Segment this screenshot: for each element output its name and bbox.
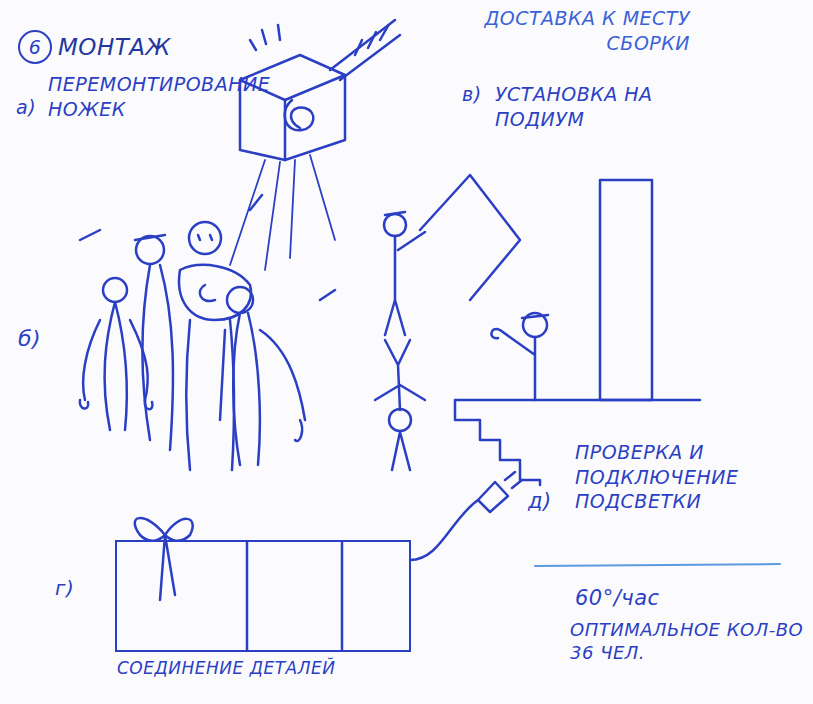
crew-note: ОПТИМАЛЬНОЕ КОЛ-ВО 36 ЧЕЛ. [570,618,808,665]
step-label: УСТАНОВКА НА ПОДИУМ [495,82,695,131]
podium-workers [375,175,548,470]
box-dividers [117,542,409,650]
carrier-hand [330,20,400,80]
section-number: 6 [18,30,52,64]
ribbon-bow [135,518,193,600]
step-letter: д) [528,488,552,515]
step-label: ПРОВЕРКА И ПОДКЛЮЧЕНИЕ ПОДСВЕТКИ [575,440,750,514]
step-label: ДОСТАВКА К МЕСТУ СБОРКИ [440,6,690,55]
box-caption: СОЕДИНЕНИЕ ДЕТАЛЕЙ [117,658,417,678]
step-letter: б) [18,325,41,354]
workers-group [80,195,335,470]
assembly-box: СОЕДИНЕНИЕ ДЕТАЛЕЙ [115,540,411,652]
podium-steps [455,180,700,485]
step-letter: в) [462,82,482,107]
title-text: МОНТАЖ [58,33,171,63]
step-label: ПЕРЕМОНТИРОВАНИЕ НОЖЕК [48,72,273,121]
step-letter: г) [55,575,74,601]
cable-plug [410,472,522,560]
delivery-rays [230,155,335,270]
separator-line [535,564,780,566]
rate-note: 60°/час [575,585,660,612]
step-letter: а) [16,95,36,120]
